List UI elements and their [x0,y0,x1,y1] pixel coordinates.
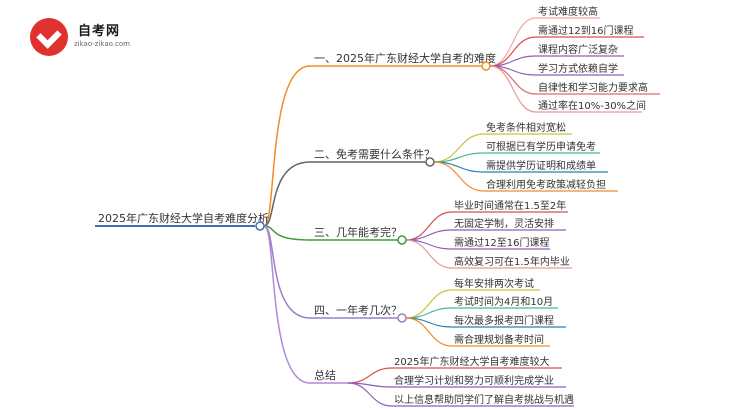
branch-link [263,65,311,227]
logo-checkmark-icon [30,18,68,56]
leaf-label: 学习方式依赖自学 [538,62,618,75]
leaf-label: 需通过12至16门课程 [454,236,549,249]
leaf-link [405,317,453,347]
branch-connector-dot [425,157,435,167]
logo-title: 自考网 [78,24,121,39]
branch-connector-dot [481,61,491,71]
leaf-label: 2025年广东财经大学自考难度较大 [394,355,549,368]
branch-label: 总结 [314,368,336,382]
leaf-label: 免考条件相对宽松 [486,121,566,134]
leaf-link [489,65,537,113]
branch-label: 四、一年考几次？ [314,303,402,317]
leaf-link [489,17,537,67]
leaf-link [347,382,393,407]
leaf-link [405,289,453,319]
leaf-label: 通过率在10%-30%之间 [538,99,646,112]
leaf-link [347,367,393,384]
root-connector-dot [255,221,265,231]
leaf-label: 每年安排两次考试 [454,277,534,290]
root-label: 2025年广东财经大学自考难度分析 [98,211,269,225]
leaf-label: 可根据已有学历申请免考 [486,140,596,153]
leaf-link [433,161,485,192]
leaf-label: 自律性和学习能力要求高 [538,81,648,94]
logo: 自考网 zikao-zikao.com [30,18,140,58]
leaf-label: 课程内容广泛复杂 [538,43,618,56]
leaf-label: 需提供学历证明和成绩单 [486,159,596,172]
leaf-label: 合理学习计划和努力可顺利完成学业 [394,374,554,387]
leaf-label: 以上信息帮助同学们了解自考挑战与机遇 [394,393,574,406]
branch-link [263,225,311,241]
leaf-label: 无固定学制，灵活安排 [454,217,554,230]
leaf-link [405,239,453,269]
leaf-label: 每次最多报考四门课程 [454,314,554,327]
branch-label: 一、2025年广东财经大学自考的难度 [314,51,496,65]
leaf-label: 需合理规划备考时间 [454,333,544,346]
leaf-label: 毕业时间通常在1.5至2年 [454,199,566,212]
leaf-label: 考试时间为4月和10月 [454,295,553,308]
branch-link [263,225,311,384]
branch-connector-dot [397,235,407,245]
branch-label: 三、几年能考完？ [314,225,402,239]
branch-connector-dot [397,313,407,323]
logo-url: zikao-zikao.com [74,40,130,48]
branch-label: 二、免考需要什么条件？ [314,147,435,161]
leaf-link [405,211,453,241]
leaf-label: 需通过12到16门课程 [538,24,633,37]
leaf-label: 考试难度较高 [538,5,598,18]
branch-link [263,161,311,227]
leaf-label: 高效复习可在1.5年内毕业 [454,255,570,268]
leaf-label: 合理利用免考政策减轻负担 [486,178,606,191]
